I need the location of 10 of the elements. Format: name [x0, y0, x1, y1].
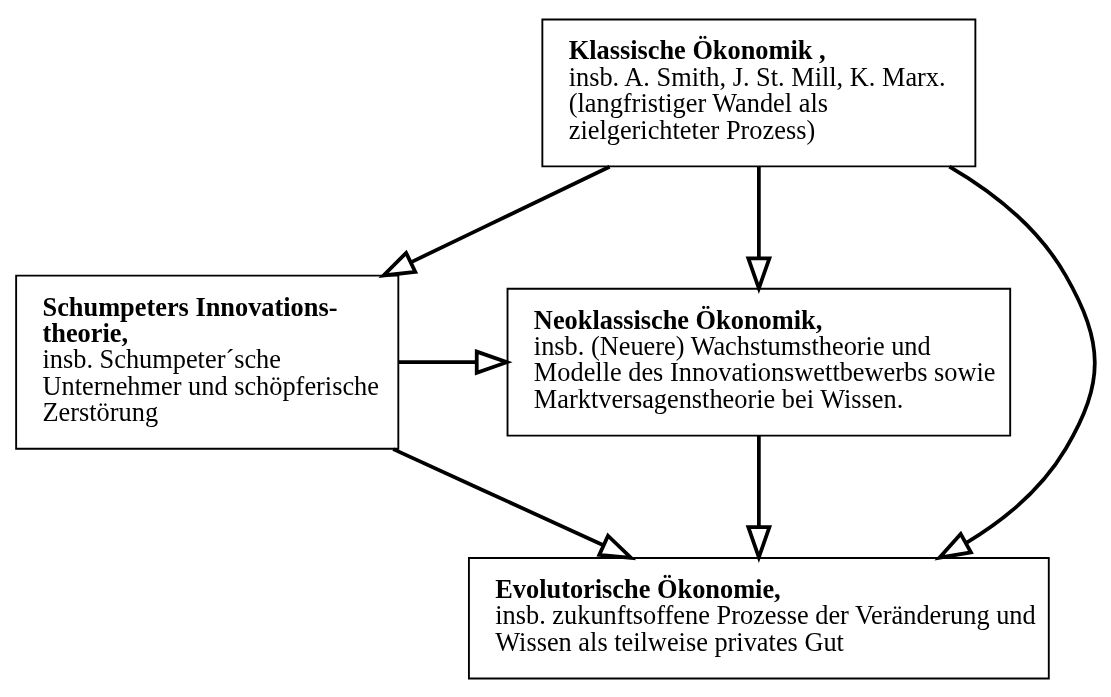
arrow — [392, 446, 637, 560]
node-box: Neoklassische Ökonomik, insb. (Neuere) Wachstumstheorie und Modelle des Innovationswettbewerbs sowie Marktversagenstheorie bei Wissen. — [506, 287, 1012, 437]
node-box: Evolutorische Ökonomie, insb. zukunftsoffene Prozesse der Veränderung und Wissen als teilweise privates Gut — [468, 556, 1050, 679]
arrow — [745, 166, 773, 294]
arrow — [934, 164, 1097, 560]
arrow — [398, 348, 513, 375]
node-box: Schumpeters Innovations- theorie, insb. Schumpeter´sche Unternehmer und schöpferische Zerstörung — [15, 274, 400, 450]
arrow — [378, 164, 611, 278]
node-box: Klassische Ökonomik , insb. A. Smith, J. St. Mill, K. Marx. (langfristiger Wandel als zielgerichteter Prozess) — [541, 18, 977, 167]
arrow — [745, 435, 773, 563]
